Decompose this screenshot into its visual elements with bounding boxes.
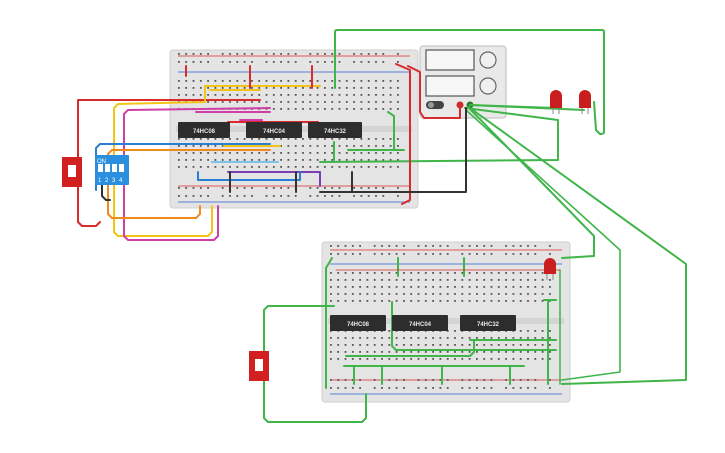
wire-green-t2 [387, 111, 395, 151]
chip-top-1[interactable]: 74HC08 [178, 122, 230, 138]
chip-bottom-1[interactable]: 74HC08 [330, 315, 386, 331]
dip-toggle-4[interactable] [119, 164, 124, 172]
chip-top-1-label: 74HC08 [193, 129, 216, 135]
chip-bottom-2[interactable]: 74HC04 [392, 315, 448, 331]
led-icon[interactable] [550, 90, 562, 114]
wire-green-psu-bottom3 [465, 109, 621, 381]
chip-bottom-1-label: 74HC08 [347, 322, 370, 328]
wire-red-psu [407, 65, 461, 119]
dip-pos-2: 2 [105, 178, 109, 184]
dip-pos-3: 3 [112, 178, 116, 184]
chip-top-3[interactable]: 74HC32 [308, 122, 362, 138]
wire-green-b5 [345, 339, 475, 357]
slide-switch-bottom-icon[interactable] [249, 351, 269, 381]
wire-green-psu-led2 [469, 104, 585, 111]
dip-pos-4: 4 [119, 178, 123, 184]
wire-red-rail [395, 63, 411, 205]
chip-bottom-3[interactable]: 74HC32 [460, 315, 516, 331]
wire-green-b1 [325, 257, 333, 389]
dip-pos-1: 1 [98, 178, 102, 184]
wire-blue-under [197, 171, 301, 181]
wire-green-top-loop [334, 29, 605, 135]
dip-switch-icon[interactable]: ON 1 2 3 4 [95, 155, 129, 185]
dip-on-label: ON [97, 159, 106, 165]
slide-switch-icon[interactable] [62, 157, 82, 187]
led-2-icon[interactable] [579, 90, 591, 114]
wire-green-psu-bottom1 [467, 106, 595, 259]
power-supply-icon[interactable] [419, 45, 507, 119]
dip-toggle-1[interactable] [98, 164, 103, 172]
chip-top-3-label: 74HC32 [324, 129, 347, 135]
wire-orange [107, 149, 271, 219]
chip-top-2-label: 74HC04 [263, 129, 286, 135]
chip-bottom-3-label: 74HC32 [477, 322, 500, 328]
wire-green-psu-board [319, 107, 559, 163]
wire-green-sw [263, 305, 367, 423]
breadboard-top-holes [178, 53, 399, 197]
chip-bottom-2-label: 74HC04 [409, 322, 432, 328]
led-3-icon[interactable] [544, 258, 556, 280]
wires [77, 29, 687, 423]
wire-magenta [123, 107, 271, 241]
wire-red-left [77, 99, 261, 227]
chip-top-2[interactable]: 74HC04 [246, 122, 302, 138]
wire-purple [227, 171, 321, 187]
wire-black-gnd [319, 107, 467, 193]
wire-green-psu-bottom2 [469, 107, 687, 385]
dip-toggle-2[interactable] [105, 164, 110, 172]
dip-toggle-3[interactable] [112, 164, 117, 172]
